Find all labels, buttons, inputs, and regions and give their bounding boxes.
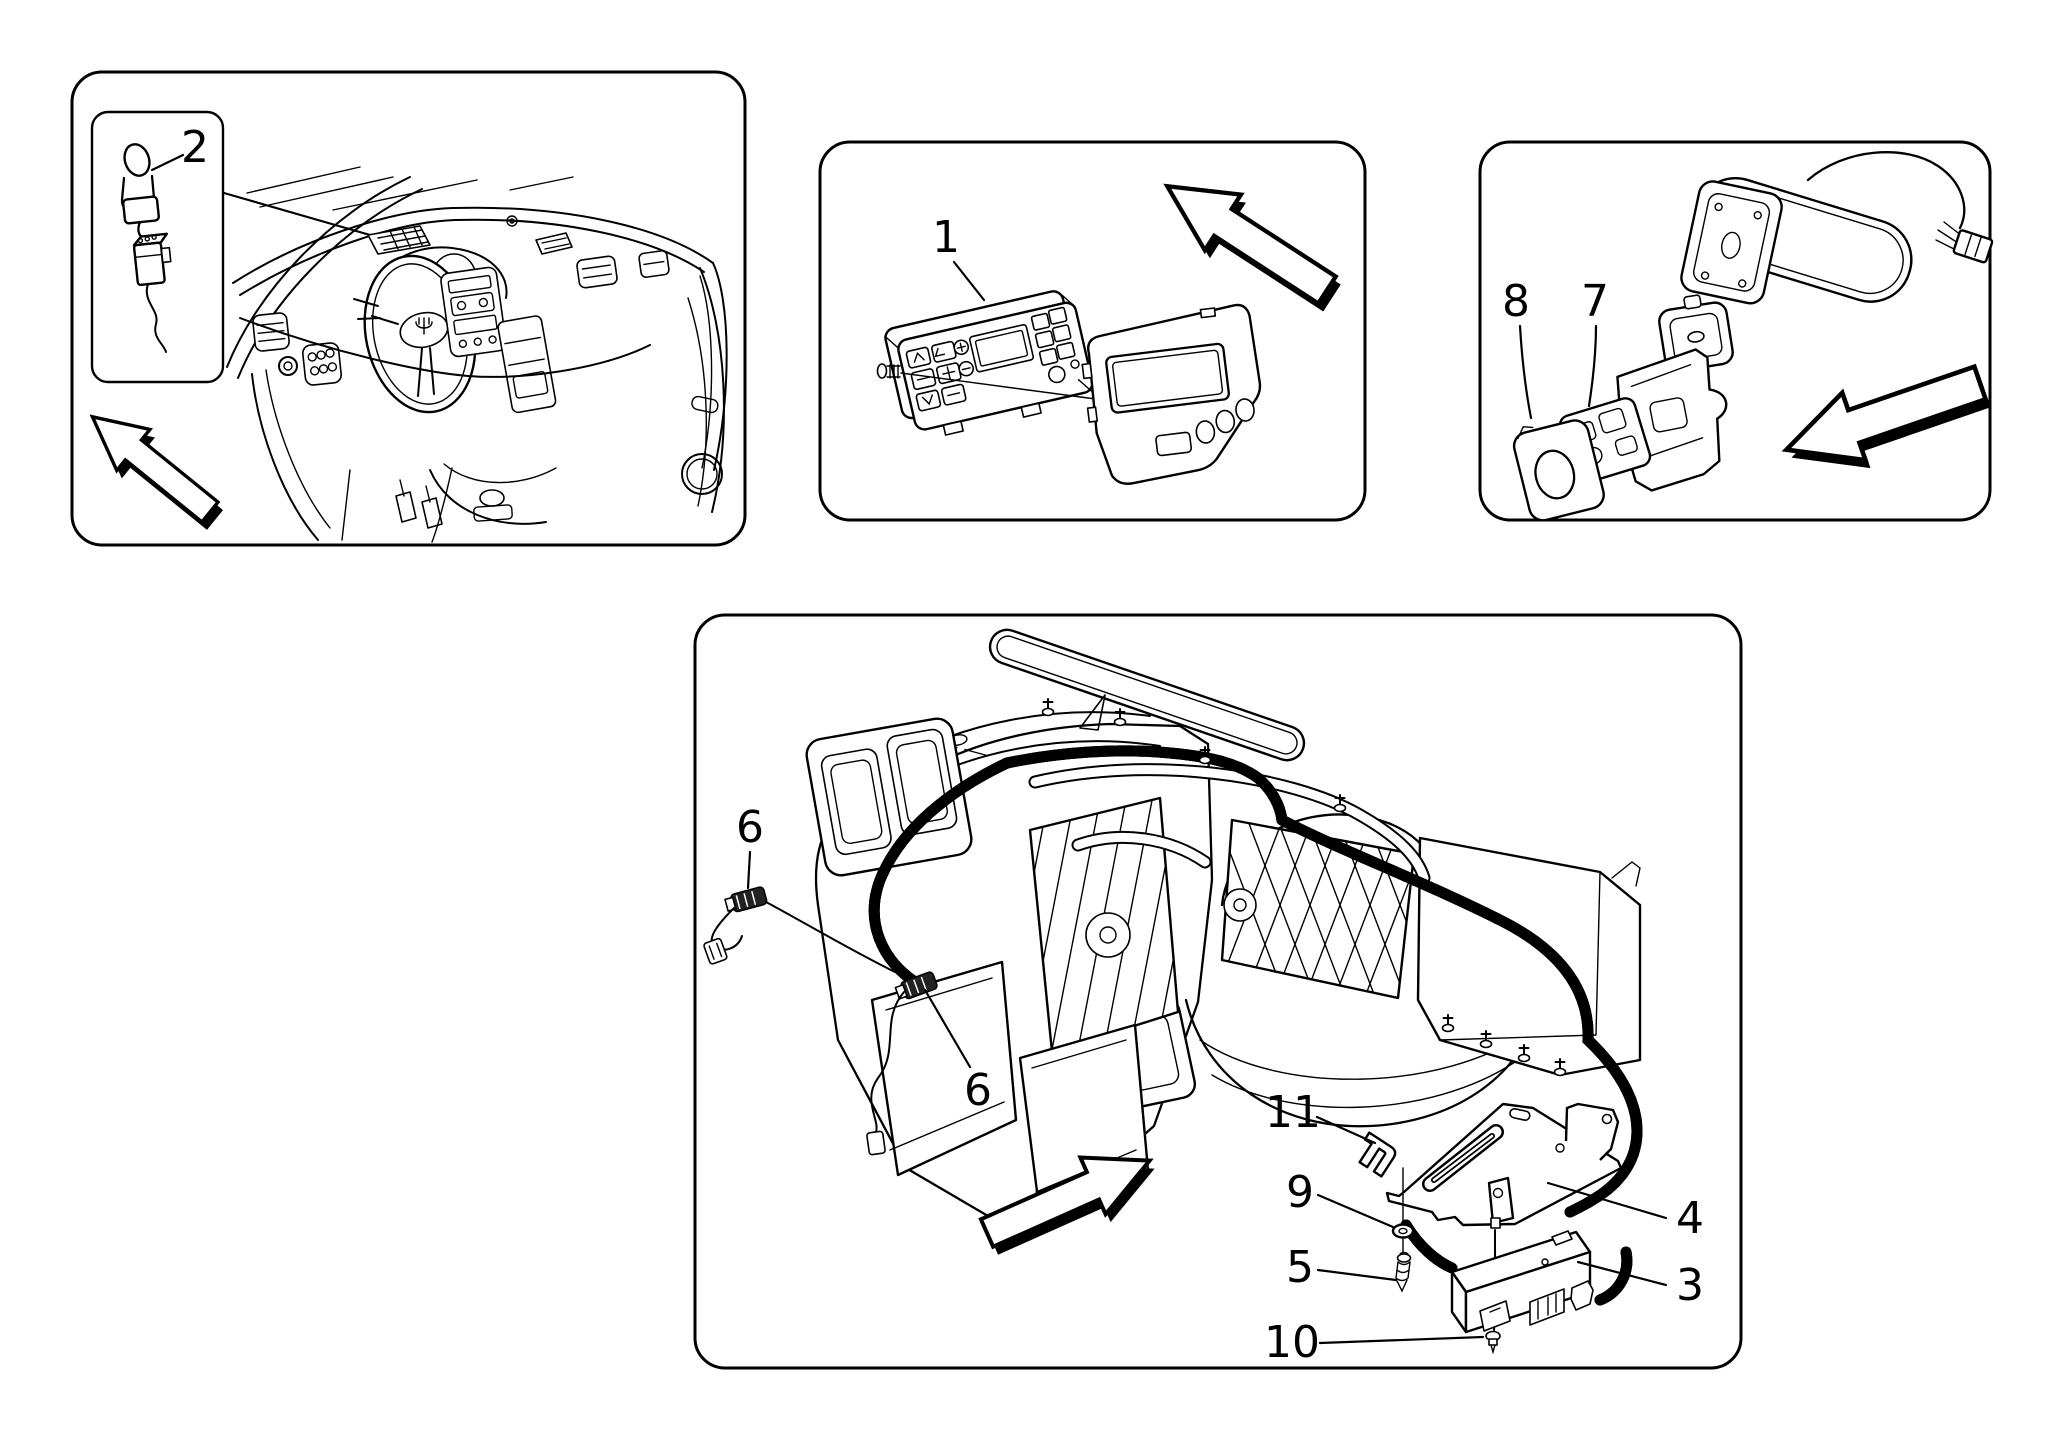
washer-art — [1391, 1167, 1415, 1254]
leader-9 — [1316, 1193, 1395, 1229]
dashboard-art — [226, 166, 728, 543]
leader-3 — [1576, 1260, 1668, 1287]
leader-5 — [1316, 1268, 1398, 1282]
callout-label-9: 9 — [1286, 1167, 1314, 1218]
leader-8 — [1518, 324, 1533, 420]
mirror-art — [1680, 151, 1994, 305]
screw10-art — [1485, 1330, 1501, 1355]
callout-label-8: 8 — [1502, 276, 1530, 327]
callout-label-11: 11 — [1265, 1087, 1321, 1138]
mounting-bracket-art — [1385, 1102, 1623, 1227]
callout-label-6b: 6 — [964, 1065, 992, 1116]
temp-sensor-2 — [866, 971, 938, 1156]
panel-dashboard-location: 2 — [70, 70, 747, 547]
control-module-art — [1450, 1230, 1594, 1334]
panel-ac-control-unit: 1 — [818, 140, 1367, 522]
leader-2-location — [222, 191, 379, 239]
hvac-left-box — [814, 722, 1214, 1218]
callout-label-1: 1 — [932, 212, 960, 263]
leader-4 — [1546, 1181, 1668, 1220]
sensor-connector-art — [132, 232, 172, 287]
ac-control-unit-art — [884, 290, 1094, 436]
sensor-wire — [145, 283, 167, 353]
callout-label-10: 10 — [1264, 1317, 1320, 1368]
callout-label-5: 5 — [1286, 1242, 1314, 1293]
screw5-art — [1395, 1251, 1412, 1293]
cabin-sensor-art — [120, 143, 160, 241]
leader-2 — [150, 153, 185, 172]
clip-art — [1358, 1131, 1397, 1178]
panel-rearview-mirror-sensor: 8 7 — [1478, 140, 1997, 522]
leader-10 — [1318, 1335, 1485, 1345]
callout-label-7: 7 — [1581, 276, 1609, 327]
temp-sensor-1 — [703, 886, 896, 973]
trim-bezel-art — [1081, 303, 1262, 485]
leader-11 — [1315, 1115, 1377, 1145]
panel-hvac-assembly: 6 6 — [693, 613, 1743, 1370]
seal-strip-art — [988, 628, 1306, 762]
callout-label-3: 3 — [1676, 1260, 1704, 1311]
callout-label-4: 4 — [1676, 1193, 1704, 1244]
unit-screw-art — [876, 363, 1119, 403]
callout-label-2: 2 — [181, 122, 209, 173]
leader-1 — [952, 260, 986, 302]
rain-sensor-art — [1658, 294, 1734, 373]
sensor-cover-art — [1512, 419, 1605, 522]
leader-6b — [923, 988, 972, 1069]
leader-7 — [1587, 324, 1598, 408]
callout-label-6a: 6 — [736, 802, 764, 853]
leader-6a — [746, 850, 752, 890]
